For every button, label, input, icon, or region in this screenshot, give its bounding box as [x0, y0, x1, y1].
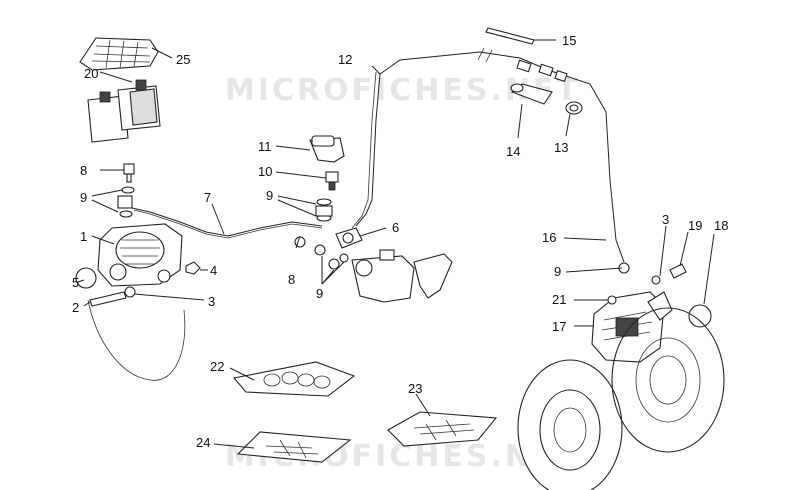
callout-14: 14	[506, 144, 520, 159]
front-left-caliper	[97, 223, 183, 287]
clip-15	[485, 27, 535, 45]
callout-9-upper-center: 9	[266, 188, 273, 203]
callout-8-upper: 8	[80, 163, 87, 178]
washer-21	[607, 295, 617, 305]
repair-kit-23	[387, 411, 498, 447]
switch-cap-11	[309, 135, 345, 163]
bleed-screw-8	[123, 163, 135, 183]
callout-15: 15	[562, 33, 576, 48]
callout-23: 23	[408, 381, 422, 396]
callout-17: 17	[552, 319, 566, 334]
callout-6: 6	[392, 220, 399, 235]
master-cylinder	[351, 249, 453, 303]
cap-5	[75, 267, 97, 289]
callout-24: 24	[196, 435, 210, 450]
leader-lines	[77, 39, 715, 449]
seal-kit-22	[232, 361, 356, 397]
callout-4: 4	[210, 263, 217, 278]
sensor-10	[325, 171, 339, 191]
callout-20: 20	[84, 66, 98, 81]
callout-19: 19	[688, 218, 702, 233]
brake-hose-7	[131, 207, 323, 237]
callout-12: 12	[338, 52, 352, 67]
bolt-19	[669, 263, 687, 279]
brake-pads-part	[87, 79, 161, 143]
callout-8-lower: 8	[288, 272, 295, 287]
callout-9-right: 9	[554, 264, 561, 279]
callout-13: 13	[554, 140, 568, 155]
pad-cover-part	[79, 37, 159, 71]
callout-18: 18	[714, 218, 728, 233]
union-6	[335, 227, 363, 249]
callout-1: 1	[80, 229, 87, 244]
repair-kit-24	[236, 431, 352, 463]
callout-3-left: 3	[208, 294, 215, 309]
callout-11: 11	[258, 139, 272, 154]
rear-disc	[517, 307, 725, 490]
nut-4	[185, 261, 201, 275]
cap-18	[688, 304, 712, 328]
callout-3-right: 3	[662, 212, 669, 227]
callout-labels: 25 20 12 15 11 10 14 13 8 9 7 9 6 1 5 4 …	[72, 33, 728, 450]
callout-7: 7	[204, 190, 211, 205]
callout-10: 10	[258, 164, 272, 179]
callout-25: 25	[176, 52, 190, 67]
callout-16: 16	[542, 230, 556, 245]
front-left-disc	[87, 299, 186, 381]
bolt-2	[89, 286, 136, 307]
rear-caliper-17	[591, 291, 673, 363]
callout-5: 5	[72, 275, 79, 290]
brake-line-12	[355, 51, 625, 263]
callout-22: 22	[210, 359, 224, 374]
callout-21: 21	[552, 292, 566, 307]
callout-2: 2	[72, 300, 79, 315]
callout-9-lower-center: 9	[316, 286, 323, 301]
grommet-13	[565, 101, 583, 115]
callout-9-upper-left: 9	[80, 190, 87, 205]
